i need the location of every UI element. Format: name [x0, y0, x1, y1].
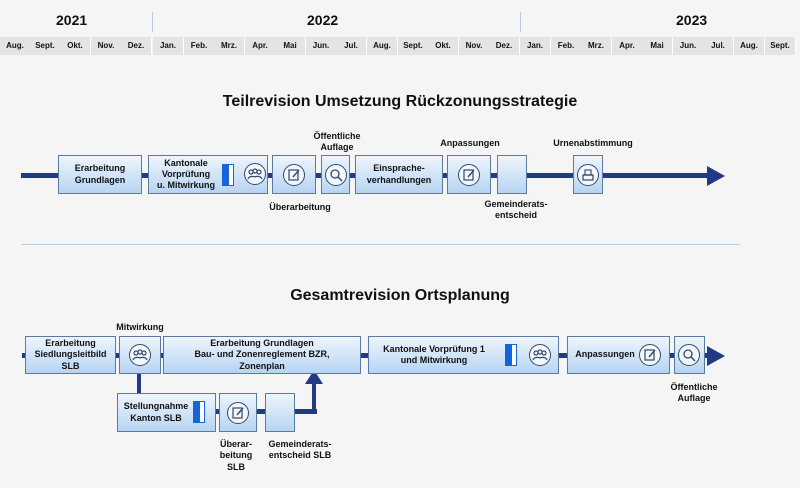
month-label: Jan.	[520, 37, 551, 55]
label-ueberarbeitung: Überarbeitung	[269, 202, 331, 212]
label-gemeinderatsentscheid-slb: Gemeinderats- entscheid SLB	[268, 439, 332, 461]
month-label: Jun.	[673, 37, 704, 55]
arrow-up-head	[305, 370, 323, 384]
progress-marker	[222, 164, 234, 186]
box-urnenabstimmung	[573, 155, 603, 194]
progress-marker	[505, 344, 517, 366]
group-icon	[129, 344, 151, 366]
section-divider	[21, 244, 740, 245]
box-erarbeitung-grundlagen: Erarbeitung Grundlagen	[58, 155, 142, 194]
box-kantonale-vorpruefung-1-label: Kantonale Vorprüfung 1 und Mitwirkung	[383, 343, 485, 365]
box-mitwirkung	[119, 336, 161, 374]
label-ueberarbeitung-slb: Überar- beitung SLB	[219, 439, 253, 472]
month-label: Jan.	[153, 37, 184, 55]
label-anpassungen: Anpassungen	[440, 138, 500, 148]
box-einspracheverhandlungen: Einsprache- verhandlungen	[355, 155, 443, 194]
branch-up-line	[312, 380, 316, 414]
box-ueberarbeitung	[272, 155, 316, 194]
box-ueberarbeitung-slb	[219, 393, 257, 432]
month-label: Okt.	[60, 37, 91, 55]
month-label: Jul.	[336, 37, 367, 55]
month-label: Mai	[275, 37, 306, 55]
box-kantonale-vorpruefung-label: Kantonale Vorprüfung u. Mitwirkung	[157, 157, 215, 191]
group-icon	[244, 163, 266, 185]
year-2021: 2021	[56, 12, 88, 28]
month-label: Dez.	[121, 37, 152, 55]
month-label: Sept.	[30, 37, 61, 55]
section1-title: Teilrevision Umsetzung Rückzonungsstrate…	[222, 93, 578, 110]
year-separator	[520, 12, 521, 32]
month-label: Aug.	[0, 37, 31, 55]
box-kantonale-vorpruefung-1: Kantonale Vorprüfung 1 und Mitwirkung	[368, 336, 559, 374]
box-oeffentliche-auflage-2	[674, 336, 705, 374]
progress-marker	[193, 401, 205, 423]
box-anpassungen-2: Anpassungen	[567, 336, 670, 374]
box-anpassungen	[447, 155, 491, 194]
search-icon	[678, 344, 700, 366]
label-mitwirkung: Mitwirkung	[116, 322, 164, 332]
month-label: Nov.	[459, 37, 490, 55]
month-label: Mrz.	[214, 37, 245, 55]
search-icon	[325, 164, 347, 186]
ballot-box-icon	[577, 164, 599, 186]
box-oeffentliche-auflage	[321, 155, 350, 194]
month-label: Mai	[642, 37, 673, 55]
month-label: Feb.	[184, 37, 215, 55]
arrow-head	[707, 346, 725, 366]
month-label: Mrz.	[581, 37, 612, 55]
label-urnenabstimmung: Urnenabstimmung	[553, 138, 633, 148]
year-2023: 2023	[676, 12, 708, 28]
month-label: Apr.	[612, 37, 643, 55]
month-label: Apr.	[245, 37, 276, 55]
edit-icon	[458, 164, 480, 186]
box-anpassungen-2-label: Anpassungen	[575, 349, 635, 360]
box-gemeinderatsentscheid-slb	[265, 393, 295, 432]
box-stellungnahme-label: Stellungnahme Kanton SLB	[123, 401, 189, 423]
edit-icon	[227, 402, 249, 424]
box-grundlagen-bzr: Erarbeitung Grundlagen Bau- und Zonenreg…	[163, 336, 361, 374]
month-label: Aug.	[734, 37, 765, 55]
label-oeffentliche-auflage-2: Öffentliche Auflage	[670, 382, 718, 404]
label-gemeinderatsentscheid: Gemeinderats- entscheid	[484, 199, 548, 221]
edit-icon	[283, 164, 305, 186]
label-oeffentliche-auflage: Öffentliche Auflage	[313, 131, 361, 153]
month-label: Jun.	[306, 37, 337, 55]
month-label: Okt.	[428, 37, 459, 55]
edit-icon	[639, 344, 661, 366]
branch-connector	[137, 372, 141, 412]
month-label: Aug.	[367, 37, 398, 55]
box-siedlungsleitbild: Erarbeitung Siedlungsleitbild SLB	[25, 336, 116, 374]
month-label: Dez.	[489, 37, 520, 55]
section2-title: Gesamtrevision Ortsplanung	[290, 287, 510, 304]
box-gemeinderatsentscheid	[497, 155, 527, 194]
year-2022: 2022	[307, 12, 339, 28]
month-label: Sept.	[765, 37, 796, 55]
month-label: Feb.	[551, 37, 582, 55]
group-icon	[529, 344, 551, 366]
year-separator	[152, 12, 153, 32]
month-label: Jul.	[703, 37, 734, 55]
month-label: Nov.	[91, 37, 122, 55]
timeline-arrow-line	[22, 353, 712, 358]
month-label: Sept.	[398, 37, 429, 55]
arrow-head	[707, 166, 725, 186]
box-kantonale-vorpruefung: Kantonale Vorprüfung u. Mitwirkung	[148, 155, 268, 194]
box-stellungnahme-kanton: Stellungnahme Kanton SLB	[117, 393, 216, 432]
month-row: Aug. Sept. Okt. Nov. Dez. Jan. Feb. Mrz.…	[0, 37, 800, 55]
